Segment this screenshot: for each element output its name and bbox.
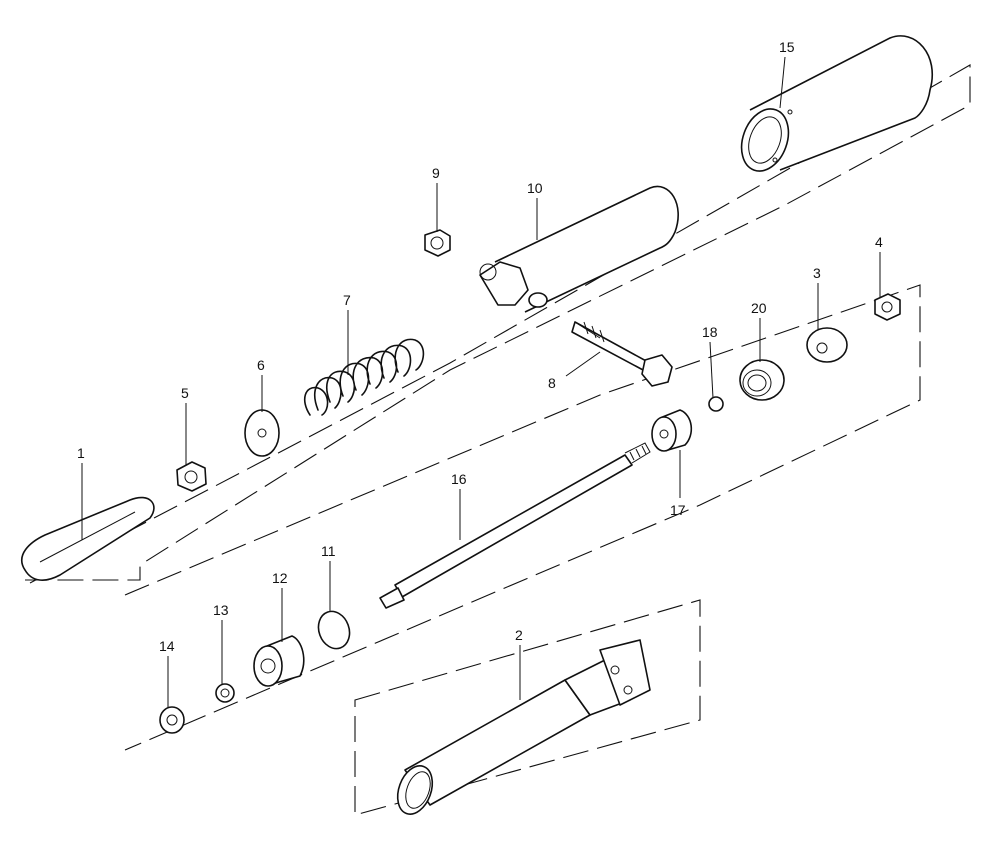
label-part-17: 17: [670, 502, 686, 518]
label-part-6: 6: [257, 357, 265, 373]
label-part-8: 8: [548, 375, 556, 391]
label-part-20: 20: [751, 300, 767, 316]
label-part-5: 5: [181, 385, 189, 401]
part-9-nut: [424, 229, 451, 257]
label-part-12: 12: [272, 570, 288, 586]
part-17-bushing: [651, 409, 693, 452]
part-12-gland: [253, 635, 305, 687]
part-3-bushing: [806, 327, 848, 363]
part-11-o-ring: [317, 610, 351, 650]
label-part-11: 11: [321, 543, 336, 559]
part-14-nut: [159, 706, 185, 734]
part-1-slotted-link: [21, 496, 155, 581]
label-part-2: 2: [515, 627, 523, 643]
leader-lines: [81, 56, 881, 708]
label-part-18: 18: [702, 324, 718, 340]
part-20-threaded-ring: [739, 359, 785, 401]
part-16-shaft: [379, 442, 651, 609]
label-part-13: 13: [213, 602, 229, 618]
part-10-inner-sleeve: [479, 185, 679, 313]
label-part-15: 15: [779, 39, 795, 55]
part-18-ring: [708, 396, 724, 412]
label-part-3: 3: [813, 265, 821, 281]
label-part-4: 4: [875, 234, 883, 250]
label-part-1: 1: [77, 445, 85, 461]
part-15-outer-tube: [740, 35, 933, 172]
part-8-bolt: [571, 321, 673, 387]
label-part-10: 10: [527, 180, 543, 196]
label-part-14: 14: [159, 638, 175, 654]
label-part-16: 16: [451, 471, 467, 487]
part-6-washer: [244, 409, 280, 457]
part-5-nut: [176, 461, 207, 492]
label-part-7: 7: [343, 292, 351, 308]
axis-lines: [25, 64, 971, 816]
part-13-ring: [215, 683, 235, 703]
label-part-9: 9: [432, 165, 440, 181]
part-2-cylinder-body: [396, 639, 651, 815]
part-4-nut: [874, 293, 901, 321]
part-labels: 1 2 3 4 5 6 7 8 9 10 11 12 13 14 15 16 1…: [77, 39, 883, 654]
part-7-spring: [303, 338, 425, 416]
